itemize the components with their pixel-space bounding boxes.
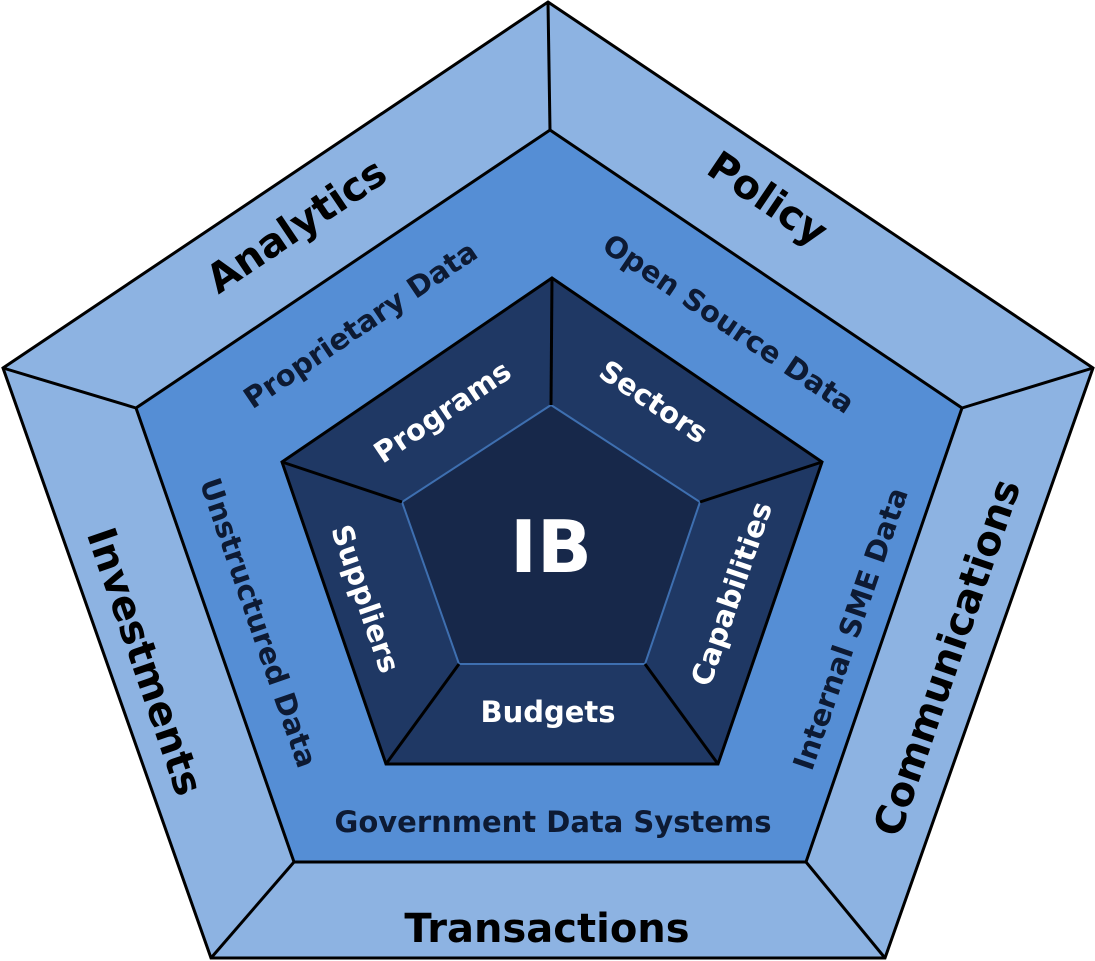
center-pentagon bbox=[400, 403, 702, 665]
label-budgets: Budgets bbox=[480, 695, 615, 729]
label-transactions: Transactions bbox=[404, 906, 689, 952]
label-government-data-systems: Government Data Systems bbox=[335, 805, 772, 839]
label-center-ib: IB bbox=[510, 505, 592, 589]
inner-connectors bbox=[281, 277, 823, 765]
